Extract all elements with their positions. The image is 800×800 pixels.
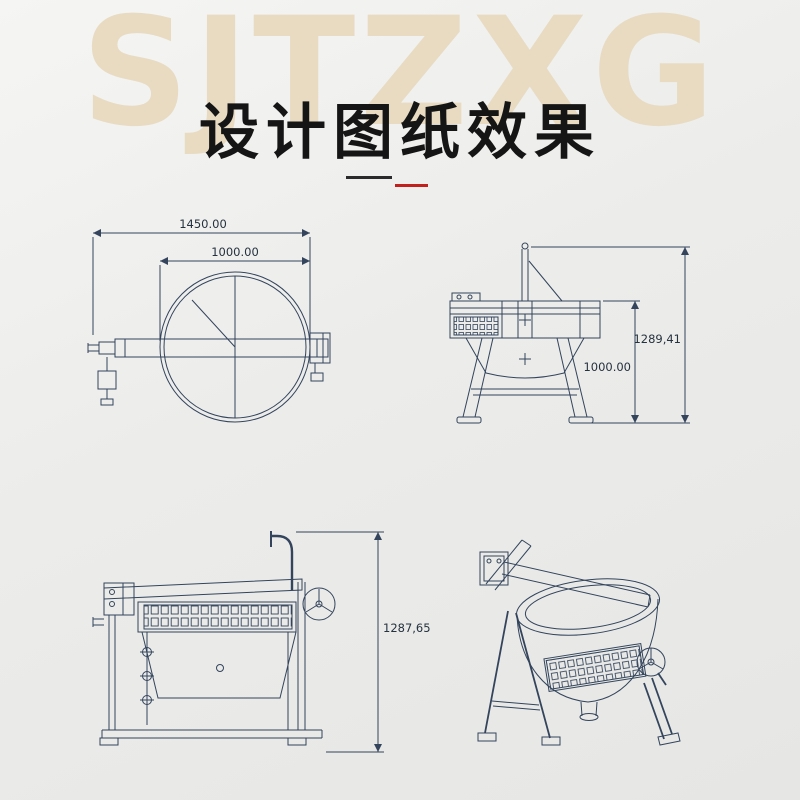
top-view-drawing: 1450.00 1000.00 [85, 205, 345, 440]
watermark-text: SJTZXG [81, 0, 719, 160]
side-view-linework [92, 531, 384, 753]
perspective-view-drawing [460, 535, 710, 770]
perspective-view-linework [477, 539, 681, 746]
front-view-drawing: 1289,41 1000.00 [430, 235, 710, 440]
dim-label-1287: 1287,65 [383, 621, 431, 635]
dim-label-1450: 1450.00 [179, 217, 227, 231]
front-view-linework [449, 242, 690, 424]
title-underline-dark [346, 176, 392, 179]
front-view-svg: 1289,41 1000.00 [449, 242, 690, 424]
dim-label-1000-top: 1000.00 [211, 245, 259, 259]
dim-label-1000-front: 1000.00 [583, 360, 631, 374]
side-view-svg: 1287,65 [92, 531, 431, 753]
top-view-svg: 1450.00 1000.00 [87, 217, 331, 423]
top-view-linework [87, 229, 331, 423]
title-underline-red [395, 184, 428, 187]
perspective-view-svg [477, 539, 681, 746]
page-title: 设计图纸效果 [199, 99, 601, 166]
dim-label-1289: 1289,41 [633, 332, 681, 346]
side-view-drawing: 1287,65 [90, 520, 435, 770]
